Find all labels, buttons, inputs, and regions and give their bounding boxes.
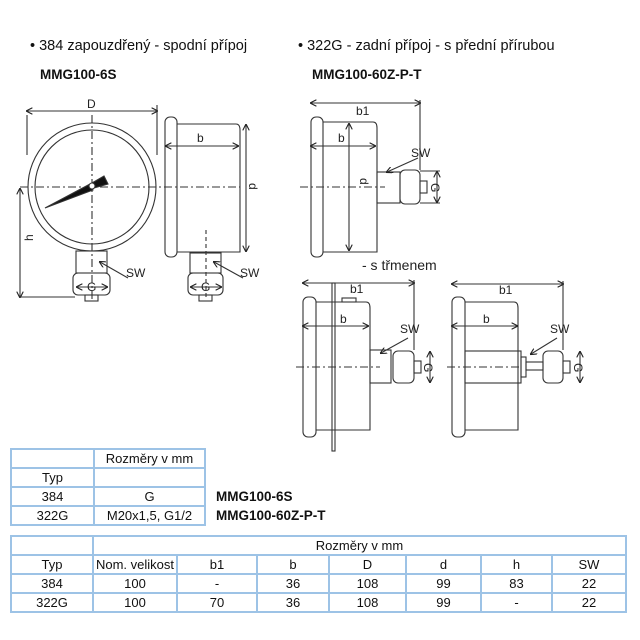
label-b1: b1	[499, 283, 513, 297]
bracket-caption: - s třmenem	[362, 257, 437, 273]
technical-drawing: D b d h SW SW G G b1 b d SW G - s třmene…	[0, 97, 585, 452]
label-SW: SW	[411, 146, 431, 160]
label-SW: SW	[126, 266, 146, 280]
label-d: d	[357, 178, 371, 185]
right-variant-title: • 322G - zadní přípoj - s přední přírubo…	[298, 38, 555, 54]
model-name: MMG100-6S	[216, 489, 293, 504]
label-G: G	[201, 280, 210, 294]
table-header: Rozměry v mm	[92, 535, 627, 556]
model-name: MMG100-60Z-P-T	[216, 508, 326, 523]
table-header: Rozměry v mm	[93, 448, 206, 469]
label-SW: SW	[550, 322, 570, 336]
label-b: b	[340, 312, 347, 326]
label-D: D	[87, 97, 96, 111]
gauge-side-view	[164, 116, 246, 302]
label-b: b	[483, 312, 490, 326]
left-model-name: MMG100-6S	[40, 67, 117, 82]
left-variant-title: • 384 zapouzdřený - spodní přípoj	[30, 38, 248, 54]
label-b: b	[338, 131, 345, 145]
label-G: G	[428, 183, 442, 192]
gauge-front-view	[20, 105, 240, 302]
column-header-typ: Typ	[10, 467, 95, 488]
gauge-rear-connection-view	[300, 100, 440, 258]
label-b1: b1	[350, 282, 364, 296]
label-b: b	[197, 131, 204, 145]
label-b1: b1	[356, 104, 370, 118]
right-model-name: MMG100-60Z-P-T	[312, 67, 422, 82]
label-h: h	[22, 234, 36, 241]
label-SW: SW	[400, 322, 420, 336]
label-SW: SW	[240, 266, 260, 280]
label-G: G	[87, 280, 96, 294]
label-G: G	[571, 363, 585, 372]
label-d: d	[246, 183, 260, 190]
label-G: G	[421, 363, 435, 372]
gauge-bracket-view	[296, 280, 430, 452]
gauge-long-stem-view	[447, 281, 580, 438]
